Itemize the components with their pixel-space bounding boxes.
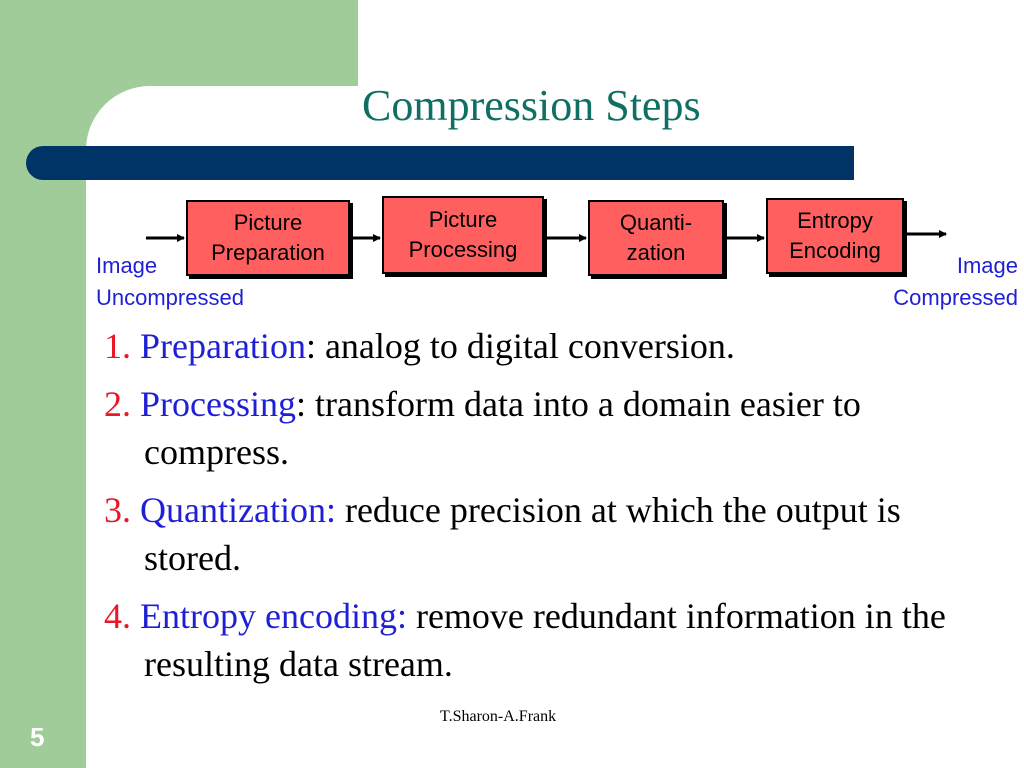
step-line: Quanti- — [619, 210, 693, 235]
item-term: Quantization: — [140, 490, 336, 530]
step-line: Encoding — [789, 238, 881, 263]
output-label: Image Compressed — [893, 250, 1018, 314]
input-label: Image Uncompressed — [96, 250, 244, 314]
step-line: Picture — [428, 207, 498, 232]
item-separator: : — [296, 384, 307, 424]
title-bar — [86, 146, 854, 180]
step-line: Picture — [233, 210, 303, 235]
item-text: reduce precision at which the output is … — [144, 490, 901, 578]
step-quantization: Quanti- zation — [588, 200, 724, 276]
item-text: analog to digital conversion. — [315, 326, 735, 366]
list-item: 1. Preparation: analog to digital conver… — [104, 322, 1004, 370]
item-term: Entropy encoding: — [140, 596, 407, 636]
item-number: 2. — [104, 384, 131, 424]
item-number: 3. — [104, 490, 131, 530]
step-line: zation — [626, 240, 686, 265]
output-label-line: Image — [956, 253, 1018, 278]
item-number: 1. — [104, 326, 131, 366]
item-separator: : — [305, 326, 316, 366]
item-number: 4. — [104, 596, 131, 636]
steps-list: 1. Preparation: analog to digital conver… — [104, 322, 1004, 698]
step-entropy-encoding: Entropy Encoding — [766, 198, 904, 274]
step-picture-processing: Picture Processing — [382, 196, 544, 274]
item-term: Preparation — [140, 326, 306, 366]
step-line: Entropy — [797, 208, 873, 233]
step-picture-preparation: Picture Preparation — [186, 200, 350, 276]
page-number: 5 — [30, 722, 45, 752]
step-line: Preparation — [211, 240, 325, 265]
step-line: Processing — [408, 237, 518, 262]
item-term: Processing — [140, 384, 296, 424]
input-label-line: Image — [96, 253, 158, 278]
item-text: remove redundant information in the resu… — [144, 596, 946, 684]
slide-title: Compression Steps — [362, 81, 701, 130]
list-item: 4. Entropy encoding: remove redundant in… — [104, 592, 1004, 688]
list-item: 2. Processing: transform data into a dom… — [104, 380, 1004, 476]
item-text: transform data into a domain easier to c… — [144, 384, 861, 472]
footer-author: T.Sharon-A.Frank — [440, 708, 557, 725]
input-label-line: Uncompressed — [96, 285, 244, 310]
list-item: 3. Quantization: reduce precision at whi… — [104, 486, 1004, 582]
output-label-line: Compressed — [893, 285, 1018, 310]
